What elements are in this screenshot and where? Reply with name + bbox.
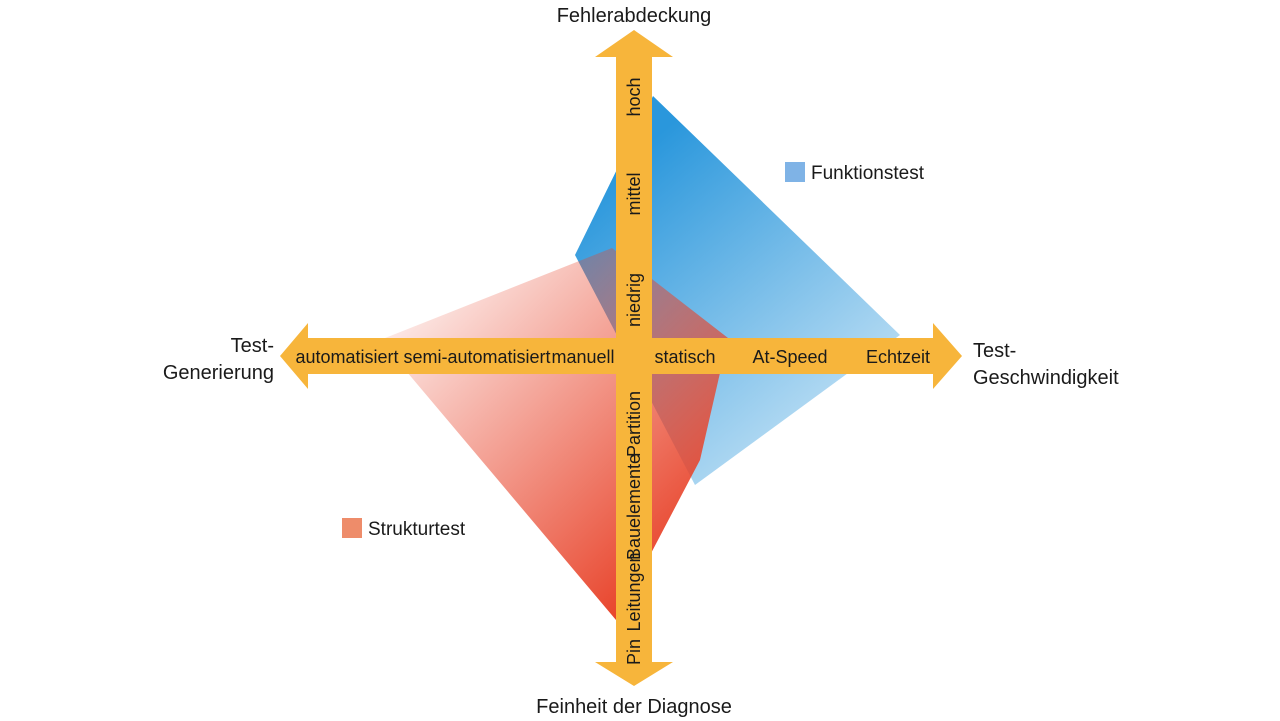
tick-automatisiert: automatisiert [295, 347, 398, 367]
tick-statisch: statisch [654, 347, 715, 367]
tick-semi-automatisiert: semi-automatisiert [403, 347, 550, 367]
legend-swatch-strukturtest [342, 518, 362, 538]
axis-title-right-line2: Geschwindigkeit [973, 367, 1119, 389]
legend-swatch-funktionstest [785, 162, 805, 182]
axis-title-bottom: Feinheit der Diagnose [536, 696, 732, 718]
tick-niedrig: niedrig [624, 273, 644, 327]
tick-echtzeit: Echtzeit [866, 347, 930, 367]
legend-label-strukturtest: Strukturtest [368, 519, 466, 540]
horizontal-axis-arrow [280, 323, 962, 389]
axis-title-left-line2: Generierung [163, 362, 274, 384]
tick-hoch: hoch [624, 77, 644, 116]
axis-title-right-line1: Test- [973, 340, 1016, 362]
axis-title-top: Fehlerabdeckung [557, 5, 712, 27]
axis-title-left-line1: Test- [231, 335, 274, 357]
tick-pin: Pin [624, 639, 644, 665]
tick-mittel: mittel [624, 172, 644, 215]
tick-partition: Partition [624, 391, 644, 457]
tick-bauelemente: Bauelemente [624, 454, 644, 560]
strukturtest-area [380, 248, 728, 620]
legend-label-funktionstest: Funktionstest [811, 163, 925, 184]
tick-manuell: manuell [551, 347, 614, 367]
tick-leitungen: Leitungen [624, 552, 644, 631]
tick-at-speed: At-Speed [752, 347, 827, 367]
